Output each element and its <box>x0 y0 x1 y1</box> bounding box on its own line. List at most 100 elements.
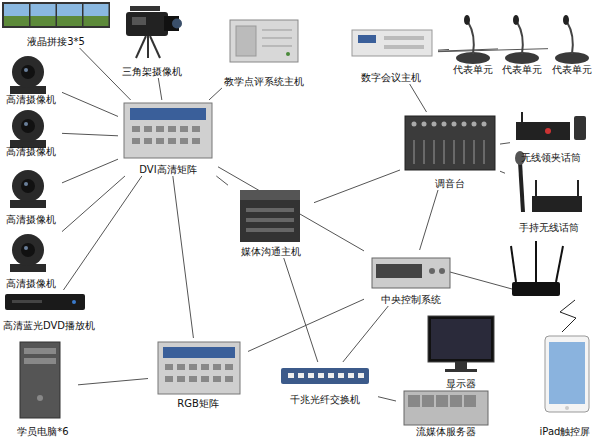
device-node: 三角架摄像机 <box>112 0 192 78</box>
lavalier-mic <box>545 128 551 134</box>
student-pc <box>20 342 60 418</box>
signal-cable <box>343 306 388 362</box>
dvi-matrix <box>144 138 152 144</box>
student-pc <box>24 348 56 354</box>
signal-cable <box>158 78 162 100</box>
hd-camera <box>24 246 28 250</box>
device-node: iPad触控屏 <box>533 330 597 438</box>
display-monitor <box>455 362 467 370</box>
device-node: 显示器 <box>420 312 502 390</box>
hd-camera <box>24 182 28 186</box>
device-node: 调音台 <box>400 112 500 190</box>
device-label: 千兆光纤交换机 <box>290 394 360 406</box>
signal-cable <box>218 167 364 251</box>
review-host <box>236 26 256 56</box>
rgb-matrix <box>213 376 221 382</box>
display-monitor <box>431 319 491 359</box>
audio-mixer <box>442 122 447 127</box>
device-label: 媒体沟通主机 <box>241 246 301 258</box>
video-wall <box>4 4 29 16</box>
device-node: 高清摄像机 <box>0 228 62 290</box>
rgb-matrix <box>177 376 185 382</box>
device-node: 高清蓝光DVD播放机 <box>0 290 98 332</box>
dvi-matrix <box>180 138 188 144</box>
handheld-mic <box>535 180 537 196</box>
lavalier-mic <box>516 122 570 140</box>
dvd-player <box>5 294 85 310</box>
media-host <box>246 218 294 222</box>
delegate-unit <box>456 15 589 64</box>
device-label: 数字会议主机 <box>361 72 421 84</box>
audio-mixer <box>462 122 467 127</box>
delegate-unit <box>468 22 474 54</box>
dvd-player <box>5 294 85 310</box>
device-label: 无线领夹话筒 <box>521 152 581 164</box>
dvi-matrix <box>124 103 212 158</box>
network-switch <box>348 373 354 378</box>
media-server <box>436 395 448 407</box>
device-node: 手持无线话筒 <box>505 148 593 234</box>
lavalier-mic <box>574 116 586 140</box>
dvd-player <box>12 300 42 303</box>
device-node: RGB矩阵 <box>148 338 248 410</box>
rgb-matrix <box>163 347 235 358</box>
device-node: 无线领夹话筒 <box>510 110 592 164</box>
audio-mixer <box>474 140 475 164</box>
rgb-matrix <box>201 364 209 370</box>
signal-cable <box>62 159 118 183</box>
tripod-camera <box>150 36 160 58</box>
signal-cable <box>173 176 194 338</box>
media-host <box>246 228 294 232</box>
student-pc <box>24 358 56 364</box>
device-node: 高清摄像机 <box>0 106 62 158</box>
hd-camera <box>21 179 35 193</box>
central-controller <box>429 268 435 274</box>
ipad-touchscreen <box>565 406 569 410</box>
audio-mixer <box>432 122 437 127</box>
video-wall <box>84 16 109 26</box>
audio-mixer <box>482 122 487 127</box>
review-host <box>230 20 298 62</box>
device-label: 代表单元 <box>502 64 542 76</box>
signal-cable <box>63 176 141 290</box>
audio-mixer <box>444 140 445 164</box>
dvi-matrix <box>130 108 206 120</box>
signal-cable <box>420 190 438 250</box>
audio-mixer <box>452 122 457 127</box>
video-wall <box>2 2 110 28</box>
audio-mixer <box>472 122 477 127</box>
device-node: 数字会议主机 <box>344 22 438 84</box>
rgb-matrix <box>158 342 240 394</box>
video-wall <box>84 4 109 16</box>
device-label: 液晶拼接3*5 <box>27 36 85 48</box>
dvi-matrix <box>192 126 200 132</box>
network-switch <box>338 373 344 378</box>
signal-cable <box>209 88 222 100</box>
audio-mixer <box>424 140 425 164</box>
signal-cable <box>216 176 228 185</box>
dvi-matrix <box>180 126 188 132</box>
hd-camera <box>24 68 28 72</box>
hd-camera <box>12 56 44 88</box>
central-controller <box>376 264 422 278</box>
wifi-router <box>511 246 516 282</box>
hd-camera <box>12 170 44 202</box>
review-host <box>262 38 292 39</box>
network-switch <box>328 373 334 378</box>
media-host <box>240 190 300 200</box>
device-label: 显示器 <box>446 378 476 390</box>
media-server <box>450 395 462 407</box>
dvi-matrix <box>132 138 140 144</box>
dvi-matrix <box>124 103 212 158</box>
delegate-unit <box>464 15 470 25</box>
device-label: 教学点评系统主机 <box>224 76 304 88</box>
media-server <box>464 395 476 407</box>
device-label: RGB矩阵 <box>177 398 219 410</box>
device-label: DVI高清矩阵 <box>139 164 196 176</box>
dvi-matrix <box>156 138 164 144</box>
device-node: 高清摄像机 <box>0 166 62 226</box>
handheld-mic <box>532 196 582 212</box>
delegate-unit <box>513 15 519 25</box>
handheld-mic <box>520 162 523 212</box>
review-host <box>262 30 292 31</box>
